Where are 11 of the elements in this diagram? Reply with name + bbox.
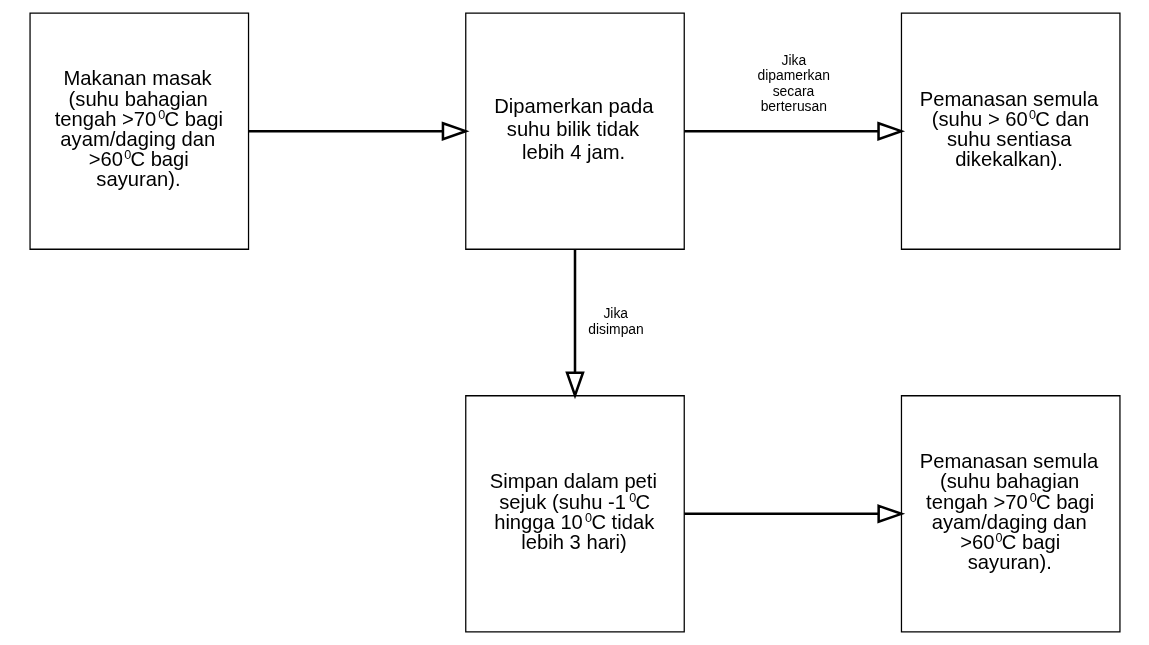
arrow [248, 121, 469, 141]
node-box: Pemanasan semula (suhu > 60$^{0}$C dan suhu sentiasa dikekalkan). [900, 12, 1121, 250]
arrow [683, 121, 905, 141]
node-box: Dipamerkan pada suhu bilik tidak lebih 4 jam. [464, 12, 685, 250]
node-box: Pemanasan semula (suhu bahagian tengah >70$^{0}$C bagi ayam/daging dan >60$^{0}$C bagi sayuran). [900, 395, 1121, 633]
edge-label: Jika dipamerkan secara berterusan [756, 52, 830, 114]
arrow [564, 249, 585, 400]
edge-label: Jika disimpan [587, 305, 644, 337]
arrow [683, 504, 905, 524]
node-box: Makanan masak (suhu bahagian tengah >70$^{0}$C bagi ayam/daging dan >60$^{0}$C bagi sayuran). [28, 12, 249, 250]
node-box: Simpan dalam peti sejuk (suhu -1$^{0}$C hingga 10$^{0}$C tidak lebih 3 hari) [464, 395, 685, 633]
